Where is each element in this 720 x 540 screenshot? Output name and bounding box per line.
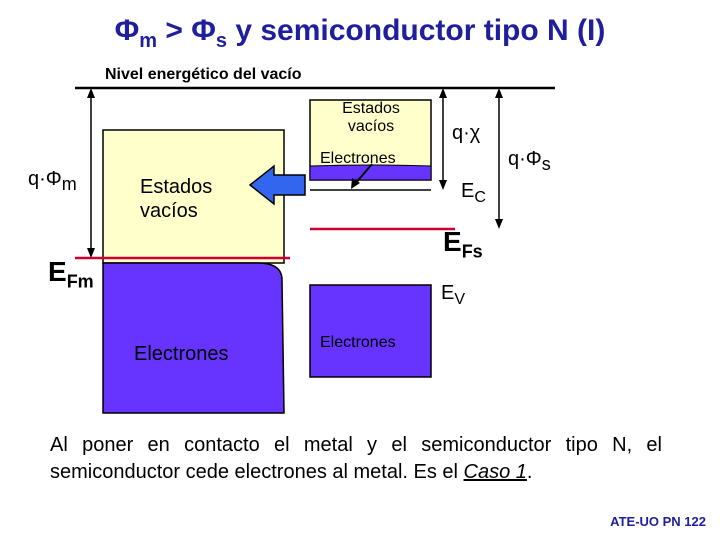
metal-work-function-label: q·Φm [28, 168, 77, 194]
sc-conduction-edge-label: EC [461, 180, 486, 206]
metal-fermi-label: EFm [48, 256, 94, 292]
case-reference: Caso 1 [463, 461, 527, 483]
metal-empty-states-label: Estados vacíos [140, 176, 213, 222]
footer-reference: ATE-UO PN 122 [610, 514, 706, 529]
electron-pointer [354, 163, 373, 185]
sc-fermi-label: EFs [443, 226, 483, 262]
vacuum-level-label: Nivel energético del vacío [105, 66, 302, 83]
page-title: Φm > Φs y semiconductor tipo N (I) [114, 14, 606, 52]
sc-conduction-electrons [309, 164, 432, 181]
sc-valence-edge-label: EV [441, 282, 466, 308]
electron-transfer-arrow [248, 164, 306, 206]
metal-electrons-label: Electrones [134, 343, 229, 365]
sc-valence-electrons-label: Electrones [320, 334, 396, 351]
metal-electrons [102, 262, 285, 414]
metal-empty-states [102, 129, 285, 264]
sc-valence-band [309, 284, 432, 378]
explanation-text: Al poner en contacto el metal y el semic… [50, 434, 662, 483]
sc-conduction-electrons-label: Electrones [320, 150, 396, 167]
sc-work-function-label: q·Φs [508, 148, 551, 174]
sc-affinity-label: q·χ [452, 122, 481, 144]
sc-empty-states-label: Estados vacíos [342, 100, 400, 135]
